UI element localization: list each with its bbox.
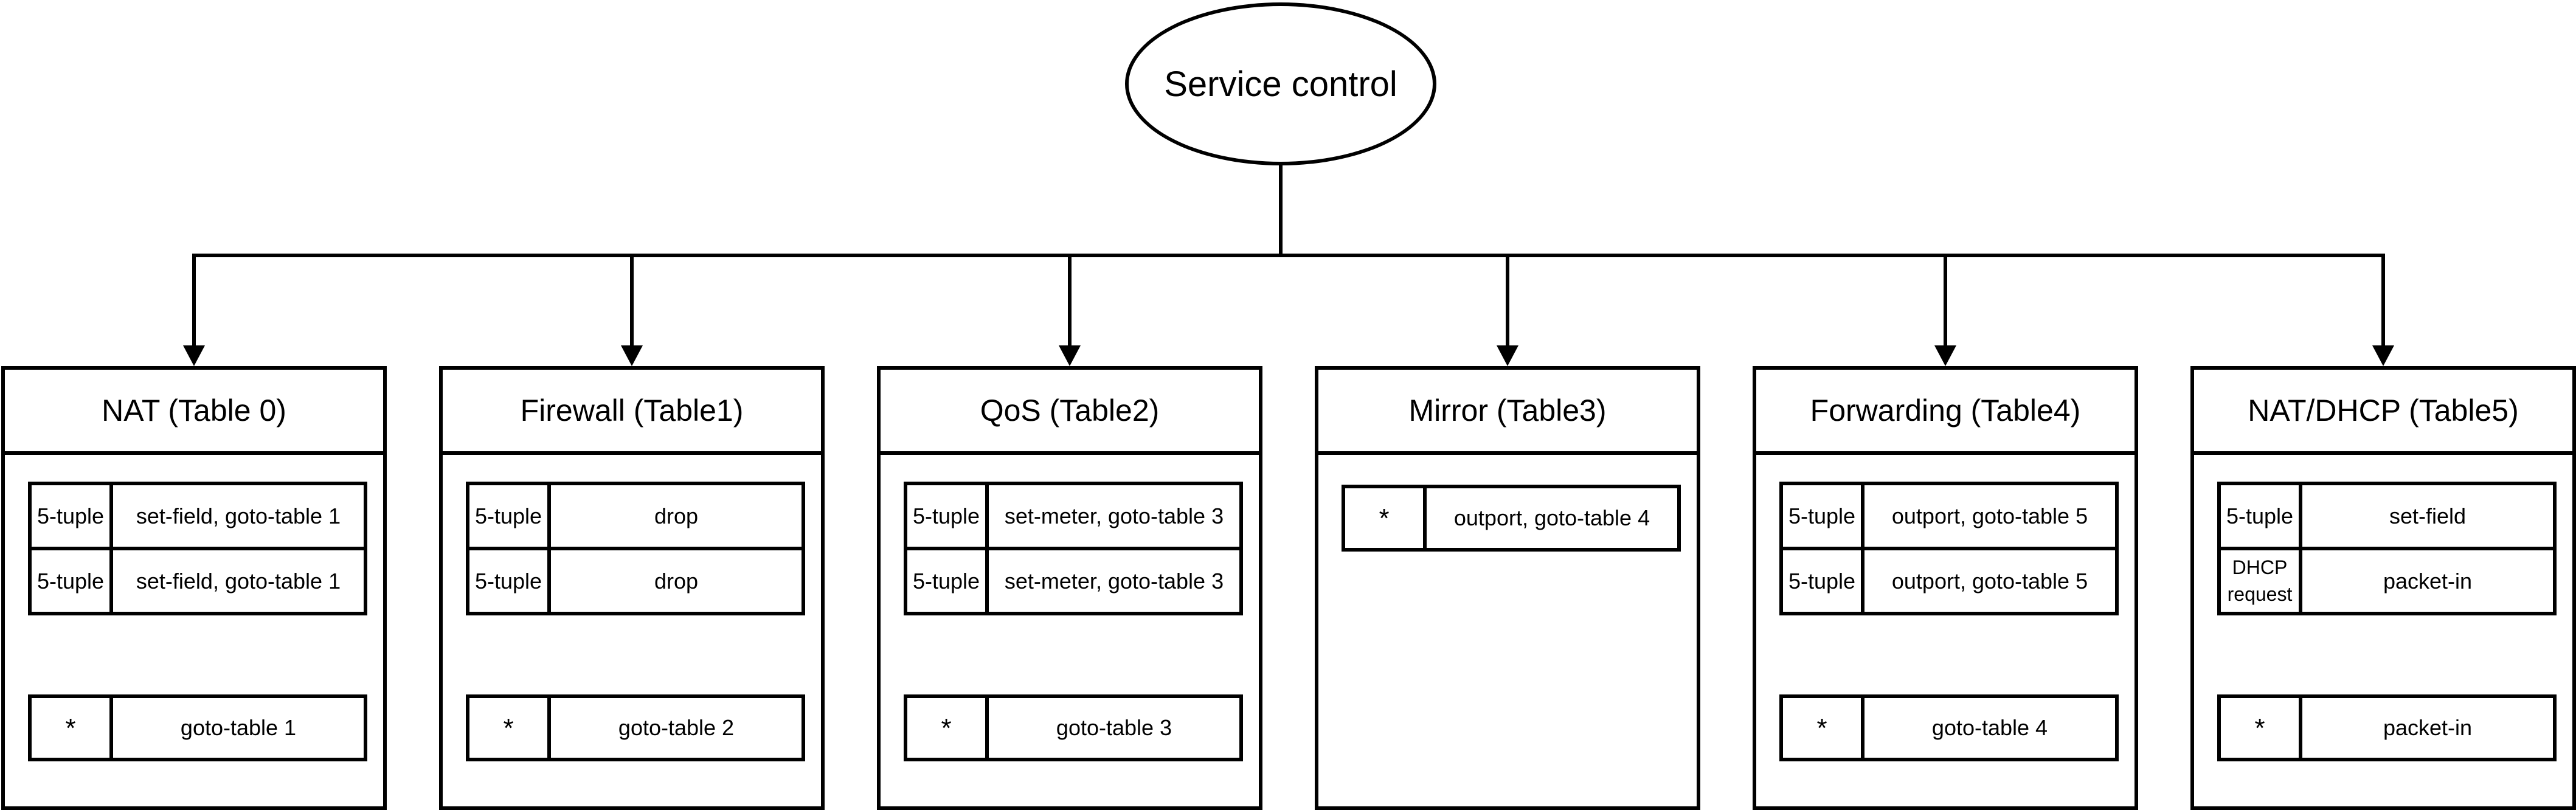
action-cell: set-field, goto-table 1 bbox=[136, 568, 341, 594]
action-cell: goto-table 2 bbox=[618, 715, 735, 740]
action-cell: set-meter, goto-table 3 bbox=[1004, 503, 1224, 528]
default-entry-group: * packet-in bbox=[2217, 694, 2557, 761]
flow-table-box: Mirror (Table3) * outport, goto-table 4 bbox=[1315, 366, 1700, 810]
root-connector-line bbox=[1279, 164, 1283, 257]
flow-entry-row: * outport, goto-table 4 bbox=[1345, 488, 1677, 548]
match-field-cell: 5-tuple bbox=[907, 485, 989, 547]
match-field-cell: 5-tuple bbox=[32, 550, 113, 612]
flow-entry-row: 5-tuple set-field bbox=[2221, 485, 2553, 547]
default-entry-group: * goto-table 4 bbox=[1779, 694, 2119, 761]
flow-entry-row: * goto-table 1 bbox=[32, 698, 364, 758]
flow-table-box: Firewall (Table1) 5-tuple drop 5-tuple drop *… bbox=[439, 366, 825, 810]
arrowhead-icon bbox=[621, 345, 643, 366]
arrowhead-icon bbox=[2372, 345, 2394, 366]
flow-table-box: NAT (Table 0) 5-tuple set-field, goto-tabl… bbox=[1, 366, 387, 810]
match-field-cell: 5-tuple bbox=[32, 485, 113, 547]
match-field-cell: * bbox=[907, 698, 989, 758]
default-entry-group: * goto-table 1 bbox=[28, 694, 367, 761]
action-cell: outport, goto-table 4 bbox=[1453, 505, 1650, 530]
arrowhead-icon bbox=[1059, 345, 1081, 366]
action-cell: goto-table 3 bbox=[1056, 715, 1172, 740]
action-cell: set-field, goto-table 1 bbox=[136, 503, 341, 528]
table-connector-line bbox=[1944, 255, 1947, 345]
flow-table-box: QoS (Table2) 5-tuple set-meter, goto-table… bbox=[877, 366, 1262, 810]
distribution-bus-line bbox=[192, 254, 2385, 257]
match-field-cell: * bbox=[32, 698, 113, 758]
flow-entry-group: 5-tuple set-meter, goto-table 3 5-tuple set… bbox=[904, 482, 1243, 615]
flow-entry-row: * goto-table 3 bbox=[907, 698, 1239, 758]
flow-entry-row: 5-tuple set-field, goto-table 1 bbox=[32, 485, 364, 547]
table-title: Mirror (Table3) bbox=[1318, 370, 1697, 455]
table-title: NAT (Table 0) bbox=[5, 370, 383, 455]
flow-entry-group: 5-tuple drop 5-tuple drop bbox=[466, 482, 805, 615]
match-field-cell: DHCP request bbox=[2221, 550, 2302, 612]
table-connector-line bbox=[1068, 255, 1072, 345]
default-entry-group: * goto-table 2 bbox=[466, 694, 805, 761]
action-cell: outport, goto-table 5 bbox=[1891, 503, 2088, 528]
action-cell: goto-table 1 bbox=[180, 715, 297, 740]
table-connector-line bbox=[1506, 255, 1509, 345]
service-control-label: Service control bbox=[1164, 64, 1397, 104]
match-field-cell: * bbox=[1345, 488, 1427, 548]
match-field-cell: * bbox=[2221, 698, 2302, 758]
flow-entry-group: 5-tuple set-field, goto-table 1 5-tuple set… bbox=[28, 482, 367, 615]
flow-entry-row: * goto-table 2 bbox=[469, 698, 802, 758]
action-cell: drop bbox=[654, 568, 699, 594]
action-cell: drop bbox=[654, 503, 699, 528]
table-connector-line bbox=[192, 255, 196, 345]
table-title: Forwarding (Table4) bbox=[1756, 370, 2135, 455]
table-connector-line bbox=[630, 255, 634, 345]
match-field-cell: 5-tuple bbox=[1783, 550, 1864, 612]
action-cell: set-field bbox=[2389, 503, 2467, 528]
arrowhead-icon bbox=[1934, 345, 1956, 366]
service-control-node: Service control bbox=[1125, 2, 1436, 165]
default-entry-group: * goto-table 3 bbox=[904, 694, 1243, 761]
arrowhead-icon bbox=[1497, 345, 1518, 366]
match-field-cell: * bbox=[469, 698, 551, 758]
match-field-cell: 5-tuple bbox=[1783, 485, 1864, 547]
match-field-cell: 5-tuple bbox=[469, 550, 551, 612]
action-cell: set-meter, goto-table 3 bbox=[1004, 568, 1224, 594]
action-cell: goto-table 4 bbox=[1931, 715, 2048, 740]
flow-entry-row: 5-tuple outport, goto-table 5 bbox=[1783, 547, 2115, 612]
action-cell: outport, goto-table 5 bbox=[1891, 568, 2088, 594]
flow-entry-row: 5-tuple drop bbox=[469, 485, 802, 547]
table-title: QoS (Table2) bbox=[881, 370, 1259, 455]
flow-table-box: Forwarding (Table4) 5-tuple outport, goto-… bbox=[1753, 366, 2138, 810]
table-title: Firewall (Table1) bbox=[443, 370, 821, 455]
action-cell: packet-in bbox=[2383, 715, 2473, 740]
flow-entry-group: * outport, goto-table 4 bbox=[1342, 485, 1681, 552]
flow-entry-row: 5-tuple set-meter, goto-table 3 bbox=[907, 547, 1239, 612]
match-field-cell: 5-tuple bbox=[469, 485, 551, 547]
flow-entry-row: 5-tuple outport, goto-table 5 bbox=[1783, 485, 2115, 547]
match-field-cell: 5-tuple bbox=[907, 550, 989, 612]
flow-entry-group: 5-tuple outport, goto-table 5 5-tuple outpo… bbox=[1779, 482, 2119, 615]
match-field-cell: 5-tuple bbox=[2221, 485, 2302, 547]
action-cell: packet-in bbox=[2383, 568, 2473, 594]
table-connector-line bbox=[2381, 255, 2385, 345]
flow-entry-row: DHCP request packet-in bbox=[2221, 547, 2553, 612]
match-field-cell: * bbox=[1783, 698, 1864, 758]
flow-entry-row: * packet-in bbox=[2221, 698, 2553, 758]
flow-entry-row: * goto-table 4 bbox=[1783, 698, 2115, 758]
flow-entry-row: 5-tuple set-field, goto-table 1 bbox=[32, 547, 364, 612]
flow-entry-row: 5-tuple drop bbox=[469, 547, 802, 612]
flow-entry-row: 5-tuple set-meter, goto-table 3 bbox=[907, 485, 1239, 547]
table-title: NAT/DHCP (Table5) bbox=[2194, 370, 2572, 455]
arrowhead-icon bbox=[183, 345, 205, 366]
